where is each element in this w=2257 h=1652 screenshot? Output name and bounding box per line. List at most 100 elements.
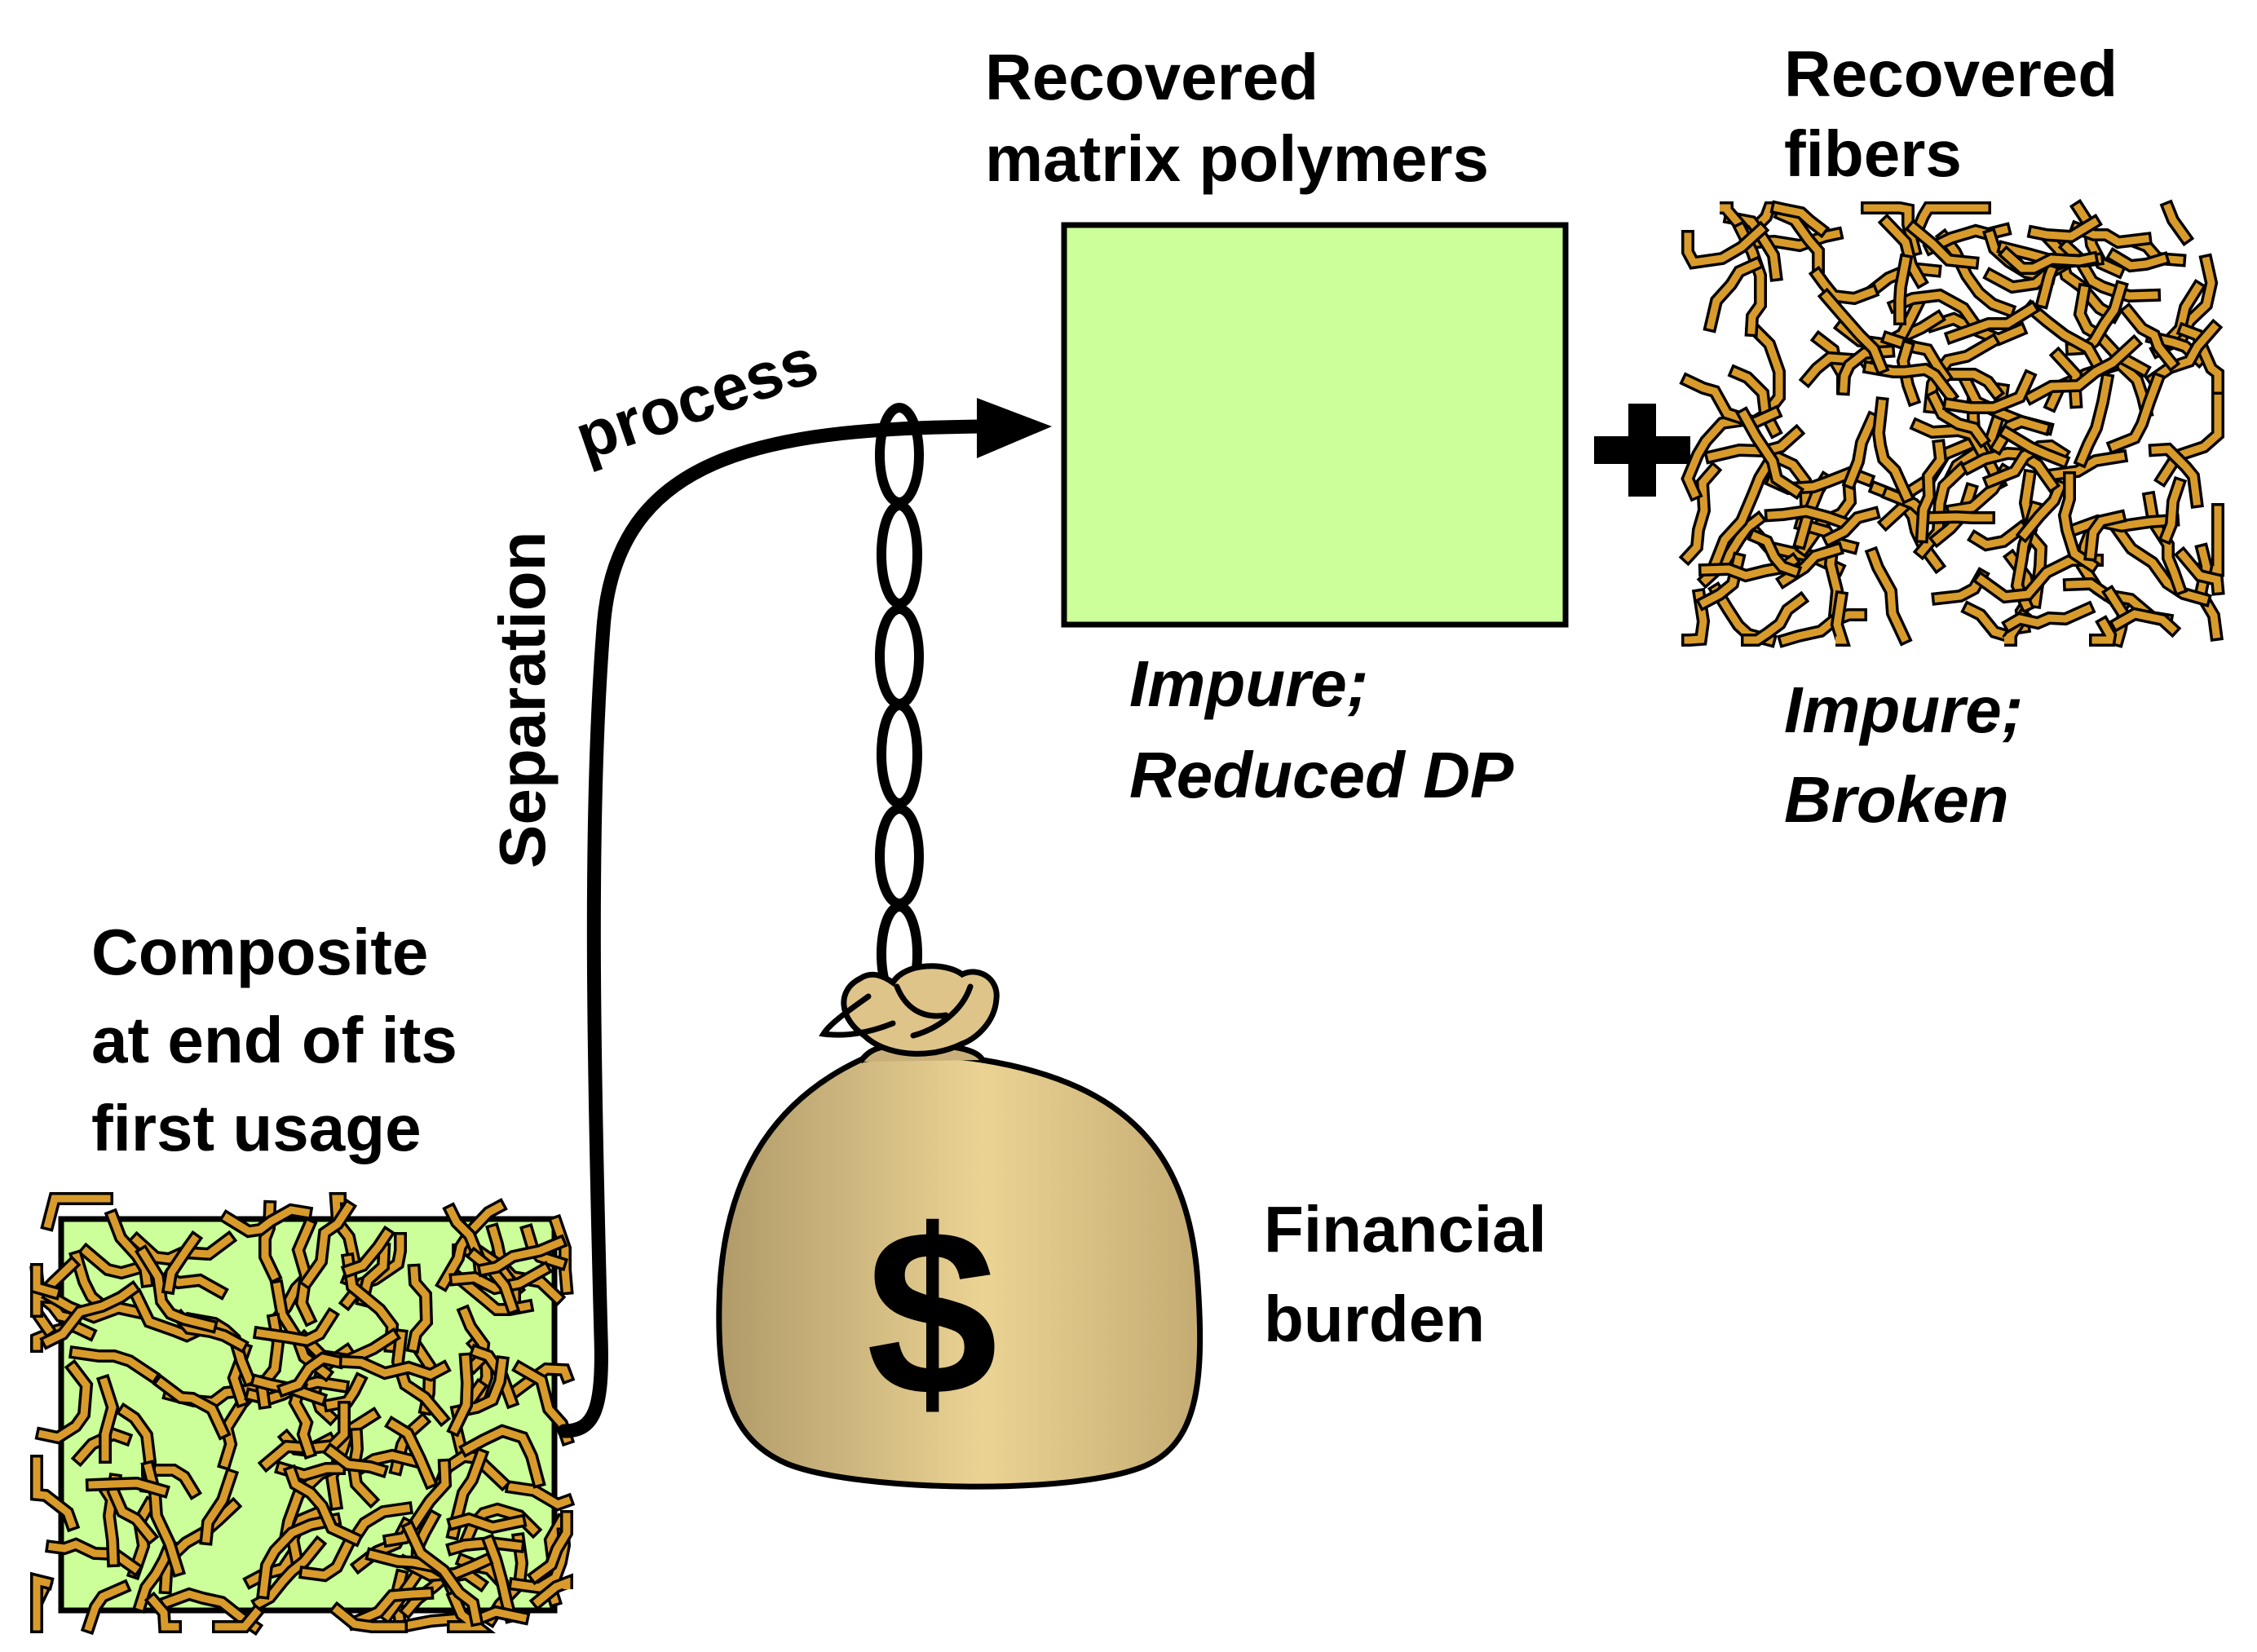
fiber-strand <box>99 1377 117 1461</box>
fiber-strand <box>202 1471 236 1543</box>
composite-block <box>29 1192 576 1637</box>
fiber-strand <box>144 1466 199 1497</box>
recovered-fibers-cluster <box>1678 198 2225 648</box>
fiber-strand <box>245 1551 297 1587</box>
fiber-strand <box>2025 303 2101 367</box>
fiber-strand <box>1706 259 1760 330</box>
fiber-strand <box>1684 224 1766 267</box>
fiber-strand <box>2180 325 2222 392</box>
fibers-note-line1: Impure; <box>1784 674 2023 746</box>
fiber-strand <box>214 1607 262 1631</box>
fiber-strand <box>1709 462 1772 572</box>
fiber-strand <box>44 1290 142 1321</box>
fiber-strand <box>1773 203 1826 235</box>
dollar-sign: $ <box>866 1181 997 1445</box>
chain-link <box>875 804 924 908</box>
fiber-strand <box>2069 516 2177 535</box>
composite-label-line2: at end of its <box>91 1004 457 1076</box>
fiber-strand <box>328 1410 378 1508</box>
financial-label-line1: Financial <box>1264 1193 1547 1266</box>
fiber-strand <box>1821 291 1886 372</box>
fibers-note: Impure; Broken <box>1784 674 2023 836</box>
process-label: process <box>567 324 827 474</box>
fiber-strand <box>1896 256 1910 323</box>
fiber-strand <box>81 1246 149 1277</box>
separation-label: Separation <box>486 532 559 868</box>
separation-arrow <box>557 398 1052 1438</box>
fiber-strand <box>1970 523 2026 549</box>
fiber-strand <box>1918 442 1945 541</box>
fiber-strand <box>449 1515 524 1531</box>
fiber-strand <box>1684 590 1707 644</box>
fiber-strand <box>280 1354 342 1394</box>
fiber-strand <box>2077 375 2112 465</box>
fiber-strand <box>404 1524 481 1624</box>
composite-fibers <box>29 1192 576 1637</box>
fiber-strand <box>1928 392 1988 445</box>
fiber-strand <box>33 1575 51 1631</box>
fiber-strand <box>2043 232 2118 321</box>
fiber-strand <box>258 1515 339 1597</box>
fiber-strand <box>138 1248 215 1331</box>
money-bag-icon: $ <box>716 963 1204 1490</box>
fiber-strand <box>1833 593 1848 644</box>
fiber-strand <box>43 1195 111 1229</box>
fiber-strand <box>351 1504 411 1541</box>
fiber-strand <box>1881 217 1926 286</box>
fiber-strand <box>1938 232 2013 315</box>
fiber-strand <box>2004 604 2092 630</box>
fiber-strand <box>2109 375 2162 451</box>
fiber-strand <box>325 1446 386 1475</box>
fiber-strand <box>479 1238 564 1274</box>
arrowhead-icon <box>977 398 1052 458</box>
fiber-strand <box>402 1570 486 1616</box>
fiber-strand <box>261 1403 348 1469</box>
fiber-strand <box>2122 306 2177 369</box>
fiber-strand <box>484 1537 515 1621</box>
fiber-strand <box>42 1283 138 1347</box>
fiber-strand <box>462 1427 543 1486</box>
fiber-strand <box>302 1202 354 1287</box>
recovered-polymers-label: Recovered matrix polymers <box>985 41 1489 195</box>
fiber-strand <box>108 1212 152 1286</box>
fiber-strand <box>349 1589 431 1628</box>
fiber-strand <box>1963 449 2057 490</box>
fiber-strand <box>344 1229 392 1275</box>
fiber-strand <box>449 1355 471 1434</box>
fiber-strand <box>1777 210 1822 271</box>
fiber-strand <box>2151 445 2202 506</box>
recovered-fibers-label: Recovered fibers <box>1784 38 2118 190</box>
fiber-strand <box>291 1383 314 1456</box>
fiber-strand <box>1735 223 1765 334</box>
fiber-strand <box>2112 610 2178 634</box>
fiber-strand <box>460 1308 488 1372</box>
fiber-strand <box>301 1535 356 1579</box>
fiber-strand <box>1802 354 1857 385</box>
fiber-strand <box>84 1583 128 1632</box>
fiber-strand <box>448 1539 523 1553</box>
fiber-strand <box>2026 338 2140 403</box>
recovered-fibers-line2: fibers <box>1784 117 1962 190</box>
fiber-strand <box>2163 203 2191 243</box>
recovered-fibers-line1: Recovered <box>1784 38 2118 110</box>
fiber-strand <box>135 1541 174 1610</box>
fiber-strand <box>507 1482 572 1508</box>
fiber-strand <box>1947 303 2037 342</box>
fiber-strand <box>2091 618 2114 644</box>
fiber-strand <box>2109 520 2209 604</box>
fiber-strand <box>2200 506 2222 574</box>
fiber-strand <box>1780 611 1865 645</box>
recovered-polymers-line2: matrix polymers <box>985 122 1489 195</box>
fiber-strand <box>1738 409 1801 497</box>
fiber-strand <box>1945 373 2034 412</box>
fiber-strand <box>452 1264 550 1292</box>
fiber-strand <box>1890 291 1979 328</box>
fiber-strand <box>530 1513 571 1582</box>
fiber-strand <box>2001 249 2096 272</box>
money-bag-tie <box>819 983 974 1039</box>
fiber-strand <box>532 1577 571 1607</box>
financial-burden-label: Financial burden <box>1264 1193 1547 1355</box>
recovered-polymers-block <box>1061 222 1569 628</box>
fiber-strand <box>1884 489 1993 522</box>
